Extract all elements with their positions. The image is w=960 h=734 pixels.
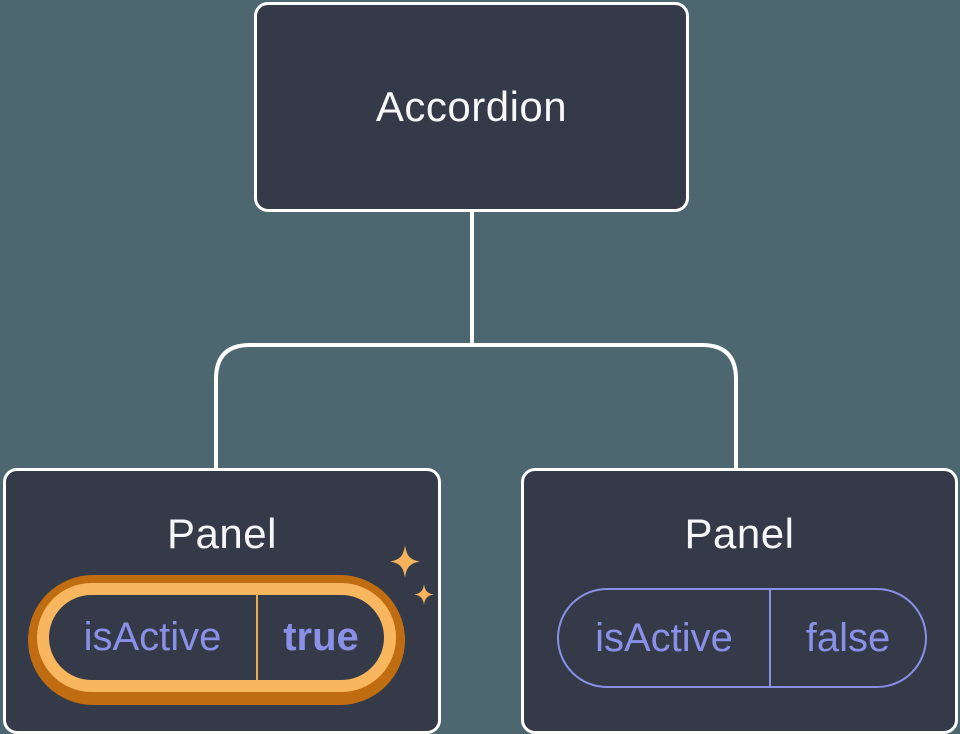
state-pill-active-inner: isActive true [37,583,396,692]
connector-bracket [214,343,738,470]
node-panel-inactive: Panel isActive false [521,468,958,734]
state-key-label: isActive [595,615,733,660]
state-value-label: true [283,615,359,659]
pill-divider [256,595,258,680]
pill-divider [769,590,771,686]
node-panel-label: Panel [167,510,277,557]
state-pill-inactive: isActive false [557,588,927,688]
state-pill-active: isActive true [28,575,405,705]
sparkle-icon [390,545,434,605]
state-key-label: isActive [83,615,222,659]
node-accordion: Accordion [254,2,689,212]
node-panel-label: Panel [684,510,795,557]
node-panel-active: Panel isActive true [3,468,441,734]
node-accordion-label: Accordion [375,83,568,130]
state-value-label: false [805,615,891,660]
